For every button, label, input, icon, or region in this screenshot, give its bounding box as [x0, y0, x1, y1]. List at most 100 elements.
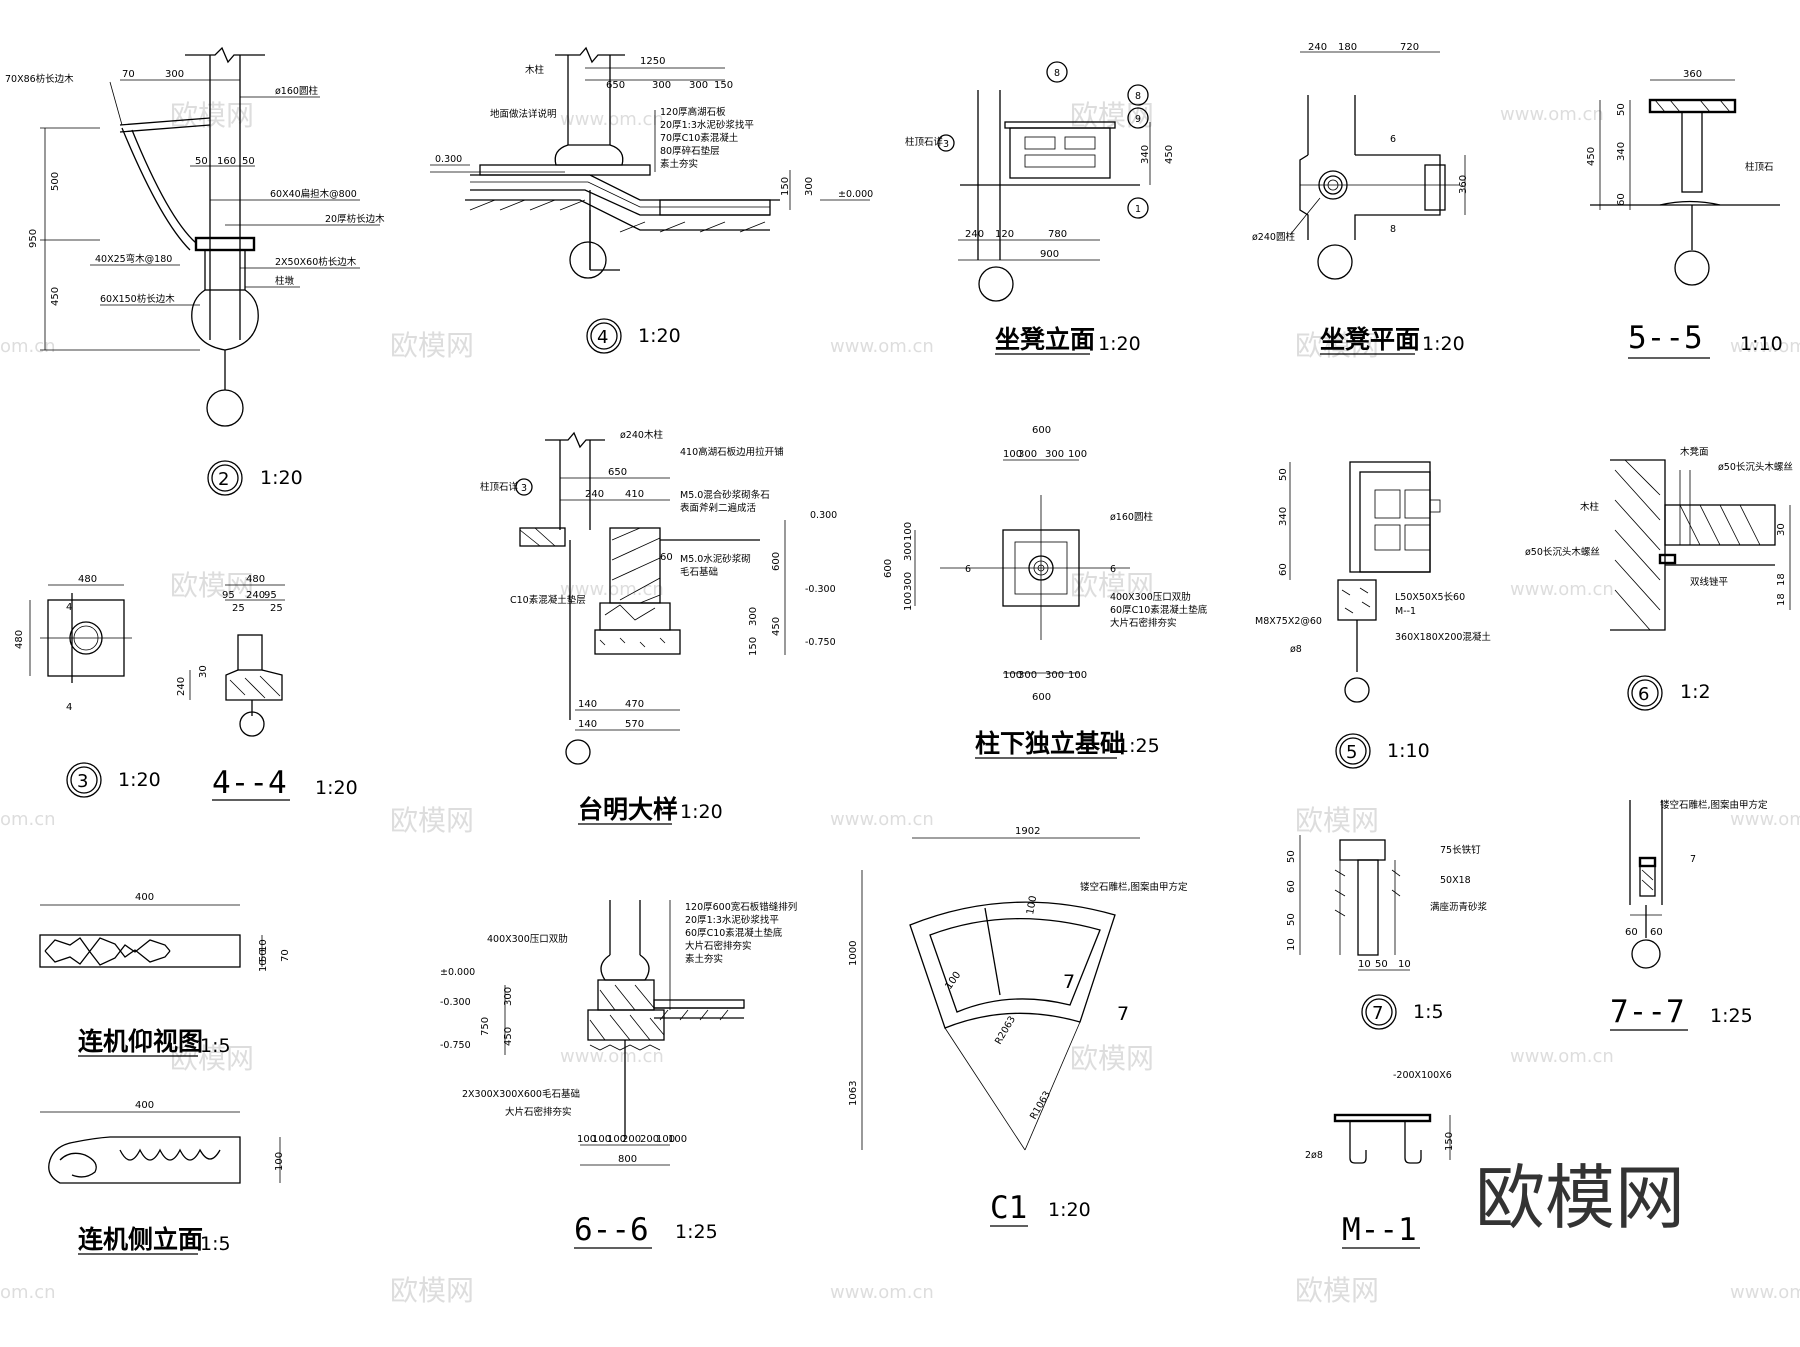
- annotation: 柱墩: [275, 275, 295, 287]
- section-cut: 4: [66, 602, 72, 613]
- watermark: 欧模网: [1295, 804, 1379, 837]
- dimension: 780: [1048, 229, 1067, 240]
- dimension: 140: [578, 699, 597, 710]
- annotation: 20厚枋长边木: [325, 213, 385, 225]
- dimension: 60: [1625, 927, 1638, 938]
- m1-detail: 150 -200X100X6 2ø8 M--1: [1305, 1070, 1455, 1249]
- dimension: 480: [78, 574, 97, 585]
- dimension: 100: [1068, 670, 1087, 681]
- scale-label: 1:20: [680, 801, 723, 823]
- annotation: 柱顶石: [1745, 161, 1774, 173]
- dimension: 60: [1650, 927, 1663, 938]
- dimension: 450: [771, 617, 782, 636]
- section-cut: 7: [1690, 854, 1696, 865]
- annotation: ø50长沉头木螺丝: [1525, 546, 1600, 558]
- dimension: 100: [592, 1134, 611, 1145]
- dimension: 10: [1398, 959, 1411, 970]
- dimension: 95: [264, 590, 277, 601]
- detail-number: 4: [597, 327, 608, 348]
- annotation: 木柱: [1580, 501, 1600, 513]
- watermark-url: www.om.cn: [830, 1282, 934, 1303]
- section-4-4: 480 95 240 95 25 25 240 30 4--4 1:20: [176, 574, 358, 801]
- dimension: 340: [1140, 145, 1151, 164]
- dimension: 450: [1164, 145, 1175, 164]
- annotation: ø240木柱: [620, 429, 663, 441]
- dimension: 100: [1003, 449, 1022, 460]
- detail-6: 30 18 18 木凳面 ø50长沉头木螺丝 木柱 ø50长沉头木螺丝 双线锉平…: [1525, 446, 1793, 711]
- watermark: 欧模网: [170, 1042, 254, 1075]
- section-cut: 7: [1063, 971, 1075, 993]
- dimension: 100: [607, 1134, 626, 1145]
- annotation: 120厚600宽石板错缝排列: [685, 901, 797, 913]
- dimension: 240: [176, 677, 187, 696]
- detail-4: 1250 650 300 300 150 150 300 木柱 地面做法详说明 …: [430, 46, 873, 354]
- dimension: 95: [222, 590, 235, 601]
- dimension: 60: [1616, 193, 1627, 206]
- annotation: 120厚高湖石板: [660, 106, 726, 118]
- annotation: C10素混凝土垫层: [510, 594, 586, 606]
- dimension: 50: [1286, 850, 1297, 863]
- annotation: 20厚1:3水泥砂浆找平: [660, 119, 754, 131]
- dimension: 500: [50, 172, 61, 191]
- dimension: 600: [1032, 425, 1051, 436]
- watermark: 欧模网: [1070, 1042, 1154, 1075]
- section-5-5: 360 450 50 340 60 柱顶石 5--5 1:10: [1586, 69, 1783, 359]
- detail-5: 50 340 60 L50X50X5长60 M--1 360X180X200混凝…: [1255, 461, 1491, 769]
- dimension: 50: [195, 156, 208, 167]
- dimension: 650: [608, 467, 627, 478]
- annotation: 20厚1:3水泥砂浆找平: [685, 914, 779, 926]
- dimension: 50: [258, 949, 269, 962]
- annotation: 毛石基础: [680, 566, 718, 578]
- dimension: 50: [1375, 959, 1388, 970]
- dimension: 300: [1018, 670, 1037, 681]
- elevation-mark: -0.750: [440, 1040, 471, 1051]
- annotation: 2ø8: [1305, 1150, 1323, 1161]
- dimension: 300: [503, 987, 514, 1006]
- annotation: 满座沥青砂浆: [1430, 901, 1488, 913]
- elevation-mark: ±0.000: [440, 967, 475, 978]
- annotation: 镂空石雕栏,图案由甲方定: [1660, 799, 1768, 811]
- annotation: 70厚C10素混凝土: [660, 132, 739, 144]
- scale-label: 1:20: [118, 769, 161, 791]
- dimension: 50: [1616, 103, 1627, 116]
- dimension: 200: [640, 1134, 659, 1145]
- annotation: 75长铁钉: [1440, 844, 1481, 856]
- watermark: 欧模网: [390, 1274, 474, 1307]
- watermark: 欧模网: [390, 804, 474, 837]
- dimension: 25: [232, 603, 245, 614]
- scale-label: 1:10: [1387, 740, 1430, 762]
- watermark-url: www.om.cn: [560, 1046, 664, 1067]
- dimension: 800: [618, 1154, 637, 1165]
- annotation: 70X86枋长边木: [5, 73, 74, 85]
- dimension: 1902: [1015, 826, 1040, 837]
- annotation: 360X180X200混凝土: [1395, 631, 1491, 643]
- dimension: 25: [270, 603, 283, 614]
- scale-label: 1:20: [1098, 333, 1141, 355]
- annotation: 镂空石雕栏,图案由甲方定: [1080, 881, 1188, 893]
- annotation: ø240圆柱: [1252, 231, 1295, 243]
- elevation-mark: -0.300: [805, 584, 836, 595]
- dimension: 70: [122, 69, 135, 80]
- dimension: 60: [660, 552, 673, 563]
- annotation: 410高湖石板边用拉开铺: [680, 446, 784, 458]
- dimension: 18: [1776, 593, 1787, 606]
- annotation: ø160圆柱: [275, 85, 318, 97]
- drawing-title: 6--6: [574, 1212, 649, 1248]
- dimension: 400: [135, 1100, 154, 1111]
- annotation: ø8: [1290, 644, 1302, 655]
- dimension: 60: [1278, 563, 1289, 576]
- watermark-url: www.om.cn: [560, 109, 664, 130]
- dimension: 300: [652, 80, 671, 91]
- detail-7: 50 60 50 10 10 50 10 75长铁钉 50X18 满座沥青砂浆 …: [1286, 835, 1488, 1030]
- annotation: 50X18: [1440, 875, 1471, 886]
- dimension: 600: [1032, 692, 1051, 703]
- dimension: 450: [503, 1027, 514, 1046]
- dimension: 100: [1025, 895, 1039, 916]
- dimension: 150: [780, 177, 791, 196]
- dimension: 600: [883, 559, 894, 578]
- drawing-title: 坐凳立面: [995, 325, 1095, 354]
- watermark-url: www.om.cn: [1500, 104, 1604, 125]
- dimension: 650: [606, 80, 625, 91]
- annotation: 柱顶石详: [905, 136, 944, 148]
- annotation: ø50长沉头木螺丝: [1718, 461, 1793, 473]
